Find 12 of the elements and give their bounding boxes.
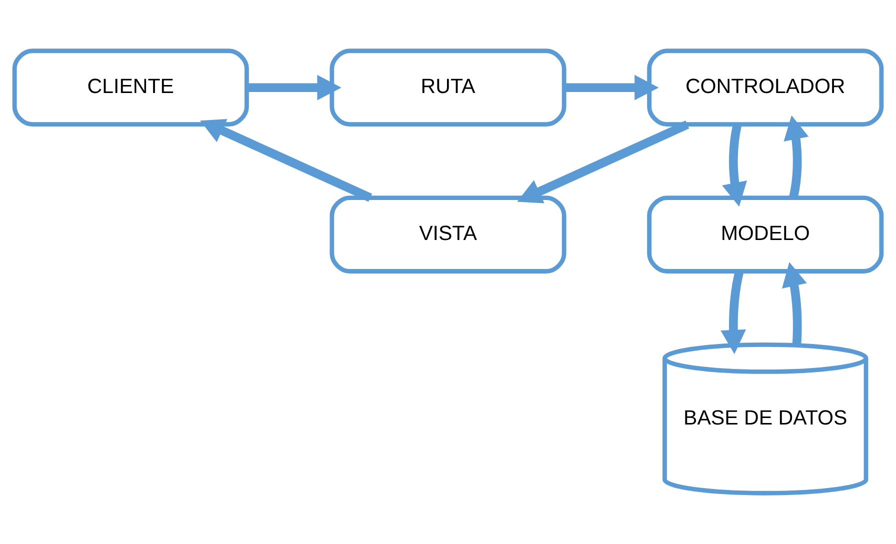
arrow — [517, 120, 690, 204]
arrow — [247, 74, 342, 100]
arrow — [782, 262, 807, 345]
arrow — [722, 124, 747, 207]
node-box: VISTA — [330, 196, 566, 274]
arrow — [564, 74, 659, 100]
node-box: MODELO — [647, 196, 884, 274]
node-box: CLIENTE — [12, 48, 249, 127]
arrow — [200, 118, 372, 202]
arrow — [784, 115, 809, 198]
node-box: CONTROLADOR — [647, 48, 884, 127]
node-box: RUTA — [330, 48, 566, 127]
